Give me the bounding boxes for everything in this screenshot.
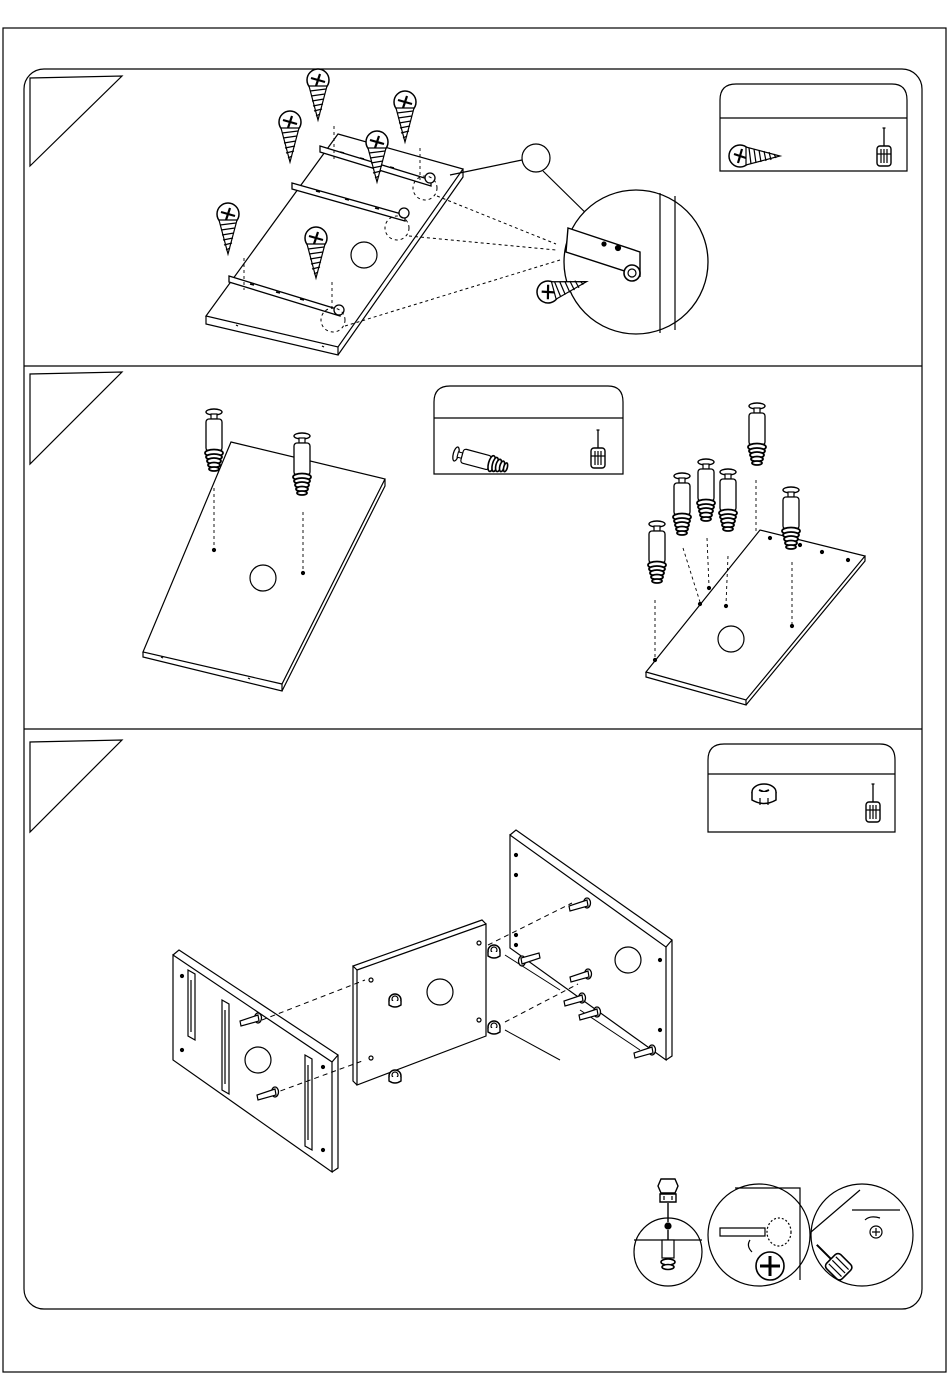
panel-2b	[646, 530, 865, 705]
screw	[394, 91, 416, 142]
step-3-corner	[30, 740, 122, 832]
cam-lock	[389, 994, 401, 1007]
screwdriver-icon	[866, 784, 880, 822]
step-1-corner	[30, 76, 122, 166]
cam-bolt	[697, 459, 715, 521]
steps-frame	[24, 69, 922, 1309]
side-panel-right	[510, 830, 672, 1060]
cam-bolt	[748, 403, 766, 465]
cam-bolt	[782, 487, 800, 549]
screw-icon	[729, 145, 780, 167]
cam-bolt	[673, 473, 691, 535]
step-3	[173, 744, 913, 1286]
side-panel-left	[173, 950, 338, 1172]
screw	[279, 111, 301, 162]
cam-bolt	[205, 409, 223, 471]
step-1	[206, 69, 907, 355]
detail-view-3a	[634, 1179, 702, 1286]
cam-bolt	[293, 433, 311, 495]
cam-lock	[488, 945, 500, 958]
hardware-box-3	[708, 744, 895, 832]
center-panel	[353, 920, 500, 1085]
hardware-box-1	[720, 84, 907, 171]
panel-1	[206, 134, 463, 355]
screw	[307, 69, 329, 120]
hardware-box-2	[434, 386, 623, 476]
cam-bolt	[648, 521, 666, 583]
screwdriver-icon	[591, 430, 605, 468]
screw	[217, 203, 239, 254]
step-2	[143, 386, 865, 705]
page-frame	[3, 28, 946, 1372]
detail-view-3c	[810, 1184, 913, 1286]
cam-lock	[389, 1070, 401, 1083]
detail-view-3b	[708, 1184, 810, 1286]
cam-bolt	[719, 469, 737, 531]
panel-2a	[143, 442, 385, 691]
cam-lock-icon	[752, 784, 776, 805]
step-2-corner	[30, 372, 122, 464]
detail-view-1	[535, 190, 708, 334]
screwdriver-icon	[877, 128, 891, 166]
cam-bolt-icon	[451, 445, 509, 475]
cam-lock	[488, 1021, 500, 1034]
